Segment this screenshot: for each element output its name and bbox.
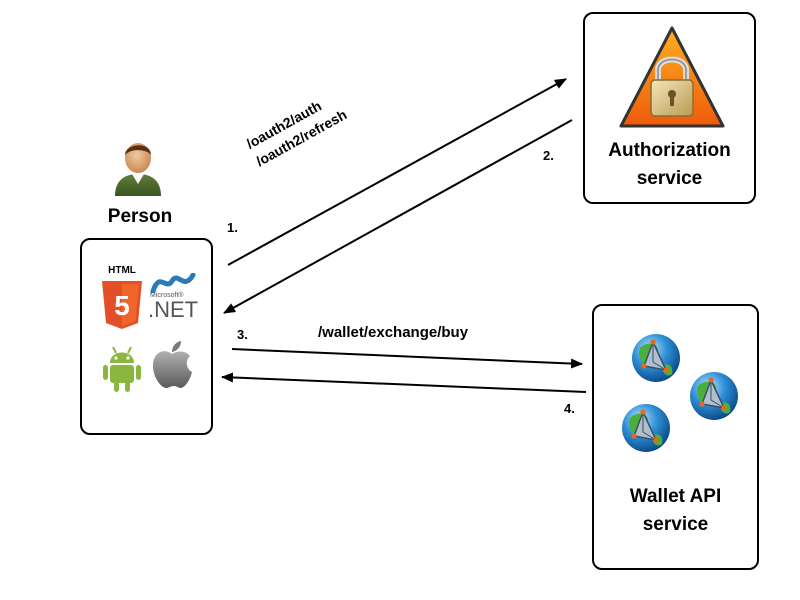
arrow-auth-response bbox=[223, 119, 573, 314]
padlock-warning-icon bbox=[617, 24, 727, 134]
html5-badge: 5 bbox=[114, 290, 130, 321]
authorization-service-title-line2: service bbox=[636, 167, 703, 189]
dotnet-caption-small: Microsoft® bbox=[150, 292, 184, 299]
step-4-label: 4. bbox=[564, 401, 575, 416]
android-icon bbox=[102, 345, 142, 393]
authorization-service-title: Authorization service bbox=[585, 137, 754, 192]
step-3-label: 3. bbox=[237, 327, 248, 342]
arrow-auth-request bbox=[227, 78, 567, 266]
wallet-api-service-box[interactable]: Wallet API service bbox=[592, 304, 759, 570]
arrow-wallet-request bbox=[231, 348, 583, 369]
authorization-service-box[interactable]: Authorization service bbox=[583, 12, 756, 204]
dotnet-caption: .NET bbox=[148, 297, 199, 322]
wallet-api-service-title: Wallet API service bbox=[594, 483, 757, 538]
arrow-wallet-response bbox=[221, 372, 587, 393]
apple-icon bbox=[150, 340, 194, 390]
client-box[interactable]: HTML 5 Microsoft® .NET bbox=[80, 238, 213, 435]
step-2-label: 2. bbox=[543, 148, 554, 163]
wallet-endpoint-label: /wallet/exchange/buy bbox=[318, 324, 469, 341]
globe-network-icon bbox=[616, 328, 740, 458]
person-icon bbox=[111, 138, 165, 198]
wallet-api-service-title-line1: Wallet API bbox=[629, 486, 722, 507]
dotnet-icon: Microsoft® .NET bbox=[148, 273, 198, 329]
html5-icon: HTML 5 bbox=[100, 265, 144, 331]
wallet-api-service-title-line2: service bbox=[642, 513, 709, 535]
person-label: Person bbox=[107, 206, 173, 227]
step-1-label: 1. bbox=[227, 220, 238, 235]
html5-caption: HTML bbox=[108, 265, 136, 276]
authorization-service-title-line1: Authorization bbox=[608, 140, 731, 161]
